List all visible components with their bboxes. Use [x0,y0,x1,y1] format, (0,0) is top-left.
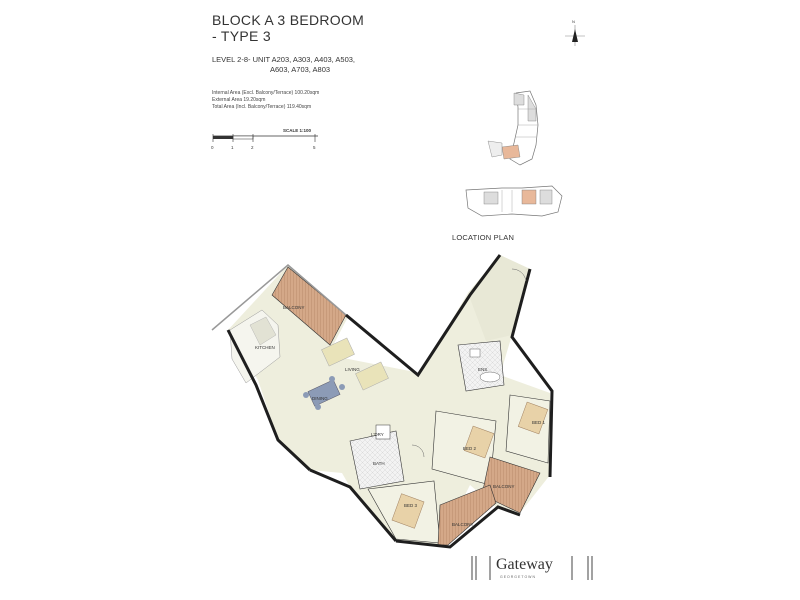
room-label-balcony-top: BALCONY [283,305,305,310]
scale-tick-2: 2 [251,145,254,150]
bed2-bed [463,425,495,459]
north-compass-icon [565,25,585,46]
external-area: External Area 19.20sqm [212,97,266,103]
ensuite-room [457,340,505,392]
room-label-living: LIVING [345,367,360,372]
hall-door-icon [411,444,425,458]
southwest-wall [309,468,398,542]
balcony-right [481,456,541,514]
room-label-bath: BATH [373,461,385,466]
gateway-logo [471,556,593,580]
scale-bar [212,134,318,142]
room-label-ens: ENS. [478,367,489,372]
entry-door-icon [511,268,527,282]
bed3-bed [391,493,425,529]
floor-plan [211,254,554,549]
plan-title-line1: BLOCK A 3 BEDROOM [212,12,365,28]
scale-tick-0: 0 [211,145,214,150]
bath-room [349,430,405,490]
unit-list: LEVEL 2-8- UNIT A203, A303, A403, A503, … [212,55,355,75]
south-wall [395,505,521,549]
location-plan-upper [487,90,539,166]
bathtub-icon [479,371,501,383]
room-label-balcony-bottom: BALCONY [452,522,474,527]
balcony-bottom [437,484,497,546]
brand-subtitle: GEORGETOWN [500,575,536,579]
internal-area: Internal Area (Excl. Balcony/Terrace) 10… [212,90,320,96]
room-label-bed2: BED 2 [463,446,477,451]
west-wall [226,329,312,472]
unit-list-line2: A603, A703, A803 [270,65,331,74]
plan-title-line2: - TYPE 3 [212,28,271,44]
east-wall [510,268,554,478]
kitchen-island [249,316,277,346]
room-label-bed3: BED 3 [404,503,418,508]
plan-title: BLOCK A 3 BEDROOM - TYPE 3 [212,12,364,44]
area-summary: Internal Area (Excl. Balcony/Terrace) 10… [212,90,319,111]
bed1-bed [517,401,549,435]
compass-n-label: N [572,19,575,24]
brand-name: Gateway [496,556,553,573]
scale-tick-1: 1 [231,145,234,150]
living-sofa-2 [355,361,389,391]
room-label-kitchen: KITCHEN [255,345,275,350]
unit-list-line1: LEVEL 2-8- UNIT A203, A303, A403, A503, [212,55,356,64]
room-label-dining: DINING [312,396,328,401]
scale-tick-5: 5 [313,145,316,150]
location-plan-lower [465,185,563,217]
living-sofa-1 [321,337,355,367]
total-area: Total Area (Incl. Balcony/Terrace) 119.4… [212,104,312,110]
north-wall [345,254,502,378]
ensuite-basin-icon [469,348,481,358]
room-label-bed1: BED 1 [532,420,546,425]
laundry-room [375,424,391,440]
room-label-lndry: L'DRY [371,432,384,437]
room-label-balcony-right: BALCONY [493,484,515,489]
location-plan-label: LOCATION PLAN [452,233,515,242]
dining-table [307,379,341,407]
scale-label: SCALE 1:100 [283,128,312,133]
